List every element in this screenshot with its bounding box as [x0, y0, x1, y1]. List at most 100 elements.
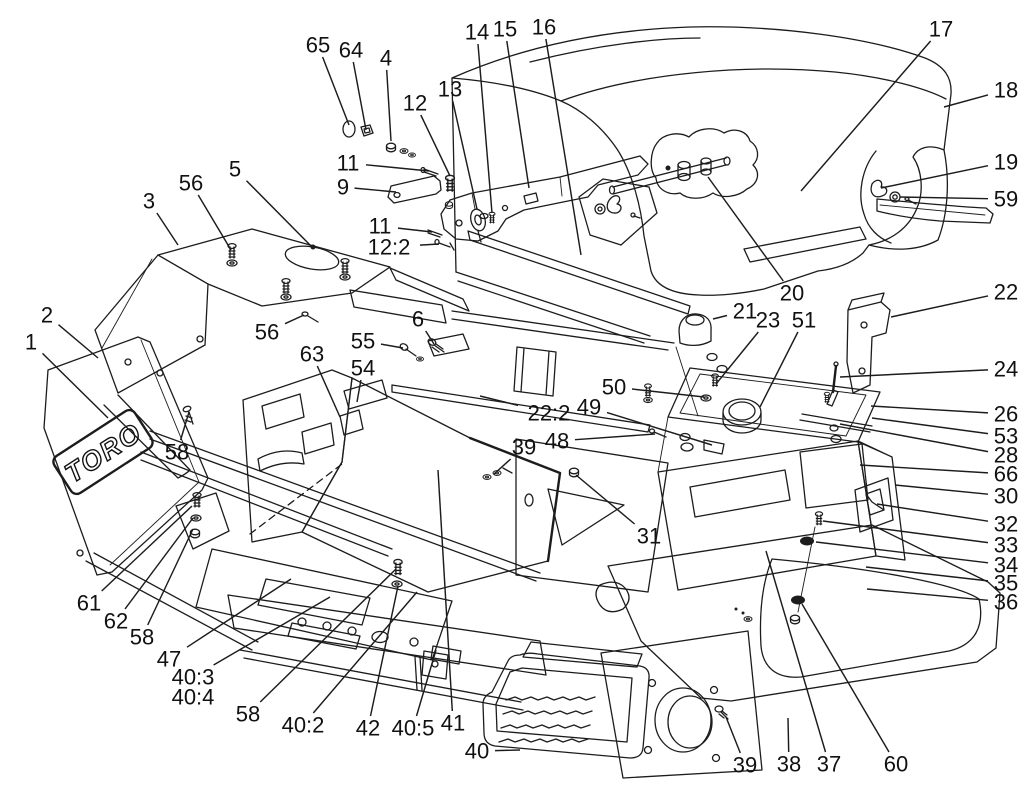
grommet-60: [791, 595, 805, 605]
fuel-tank: [643, 361, 906, 625]
callout-37: 37: [765, 550, 841, 777]
callout-label-38: 38: [777, 752, 801, 777]
hinge-hook: [606, 195, 622, 214]
oval-65: [342, 120, 356, 138]
callout-66: 66: [859, 462, 1018, 487]
leader-line-16: [545, 38, 582, 256]
recess-66: [799, 443, 869, 509]
callout-label-34: 34: [994, 553, 1018, 578]
callout-21: 21: [712, 299, 757, 324]
callout-2: 2: [41, 303, 99, 359]
leader-line-31: [575, 474, 636, 525]
leader-line-17: [800, 40, 932, 192]
nut-60: [789, 614, 801, 625]
console-dark-edge: [468, 436, 562, 563]
fuel-cap-inner: [728, 401, 756, 421]
leader-line-65: [321, 56, 350, 126]
leader-line-55: [380, 343, 404, 349]
leader-line-40: [494, 749, 521, 752]
console-curved-cutout: [257, 450, 305, 472]
side-panel: [607, 524, 1001, 702]
callout-23: 23: [715, 308, 780, 385]
stud-2: [281, 277, 291, 294]
callout-31: 31: [575, 474, 661, 549]
leader-line-4: [385, 69, 392, 142]
mount-bracket: [175, 492, 230, 550]
callout-label-12: 12: [403, 91, 427, 116]
leader-line-21: [712, 314, 728, 320]
bracket-22-hole2: [858, 367, 866, 375]
leader-line-59: [899, 196, 989, 200]
leader-line-58: [259, 568, 397, 703]
wheel-arch: [860, 150, 892, 244]
leader-line-22-2: [479, 395, 519, 407]
callout-label-33: 33: [994, 533, 1018, 558]
callout-label-58: 58: [236, 702, 260, 727]
bracket-oval: [479, 212, 489, 220]
panel-dot2: [741, 611, 745, 615]
panel-washer: [743, 616, 753, 622]
arm-screw-head: [904, 196, 910, 202]
callout-40: 40: [465, 739, 521, 764]
hinge-washer-inner: [597, 206, 603, 212]
panel-dot1: [734, 607, 738, 611]
leader-line-23: [715, 331, 759, 385]
deck-edge: [675, 346, 699, 417]
panel-hole: [76, 549, 84, 557]
callout-58: 58: [236, 568, 397, 727]
bracket-9-hole: [393, 191, 401, 199]
callout-40-2: 40:2: [282, 591, 418, 738]
console-cutout2: [301, 422, 335, 455]
rail-a: [149, 430, 541, 582]
callout-label-53: 53: [994, 424, 1018, 449]
callout-label-58: 58: [165, 440, 189, 465]
leader-line-3: [156, 212, 179, 246]
bore-hole4: [711, 753, 721, 763]
leader-line-15: [506, 40, 530, 189]
triangle-hole: [547, 488, 625, 546]
callout-label-19: 19: [994, 150, 1018, 175]
callout-label-40-4: 40:4: [172, 685, 215, 710]
callout-40-4: 40:4: [172, 685, 215, 710]
bolt-56b-shaft: [307, 315, 319, 323]
callout-label-5: 5: [229, 157, 241, 182]
strip-53: [799, 413, 873, 433]
trim-strips: [391, 230, 728, 433]
hinge-screw: [630, 212, 636, 218]
hood: [451, 26, 952, 296]
washer-59-inner: [892, 194, 898, 200]
callout-label-59: 59: [994, 187, 1018, 212]
fuel-cap-side: [722, 412, 762, 434]
hood-fold: [560, 68, 947, 102]
callout-label-11: 11: [369, 214, 392, 239]
callout-label-31: 31: [637, 524, 661, 549]
skirt-hole3: [196, 335, 204, 343]
callout-62: 62: [104, 517, 194, 634]
panel-folds: [109, 339, 200, 566]
frame-rails: [85, 394, 541, 651]
grommet-b: [680, 442, 694, 452]
callout-label-62: 62: [104, 609, 128, 634]
pin-11a: [423, 168, 439, 177]
callout-label-30: 30: [994, 484, 1018, 509]
bracket-22-flange: [847, 292, 885, 311]
bracket-49: [703, 439, 725, 455]
leader-line-36: [866, 588, 989, 602]
disc-13: [470, 208, 486, 232]
bracket-bore-outer: [654, 687, 712, 753]
leader-line-41: [437, 469, 454, 712]
callout-34: 34: [815, 541, 1018, 578]
leader-line-11: [365, 164, 430, 172]
leader-line-50: [631, 388, 705, 398]
callout-41: 41: [437, 469, 465, 736]
callout-39: 39: [493, 435, 536, 475]
recess-right: [854, 477, 894, 533]
hump-top: [685, 314, 705, 326]
washer-39a1: [482, 474, 492, 480]
grommet-28b: [830, 434, 842, 444]
leader-line-53: [871, 417, 989, 435]
battery-box: [513, 346, 557, 397]
callout-label-39: 39: [733, 753, 757, 778]
fender-arm: [349, 289, 447, 324]
